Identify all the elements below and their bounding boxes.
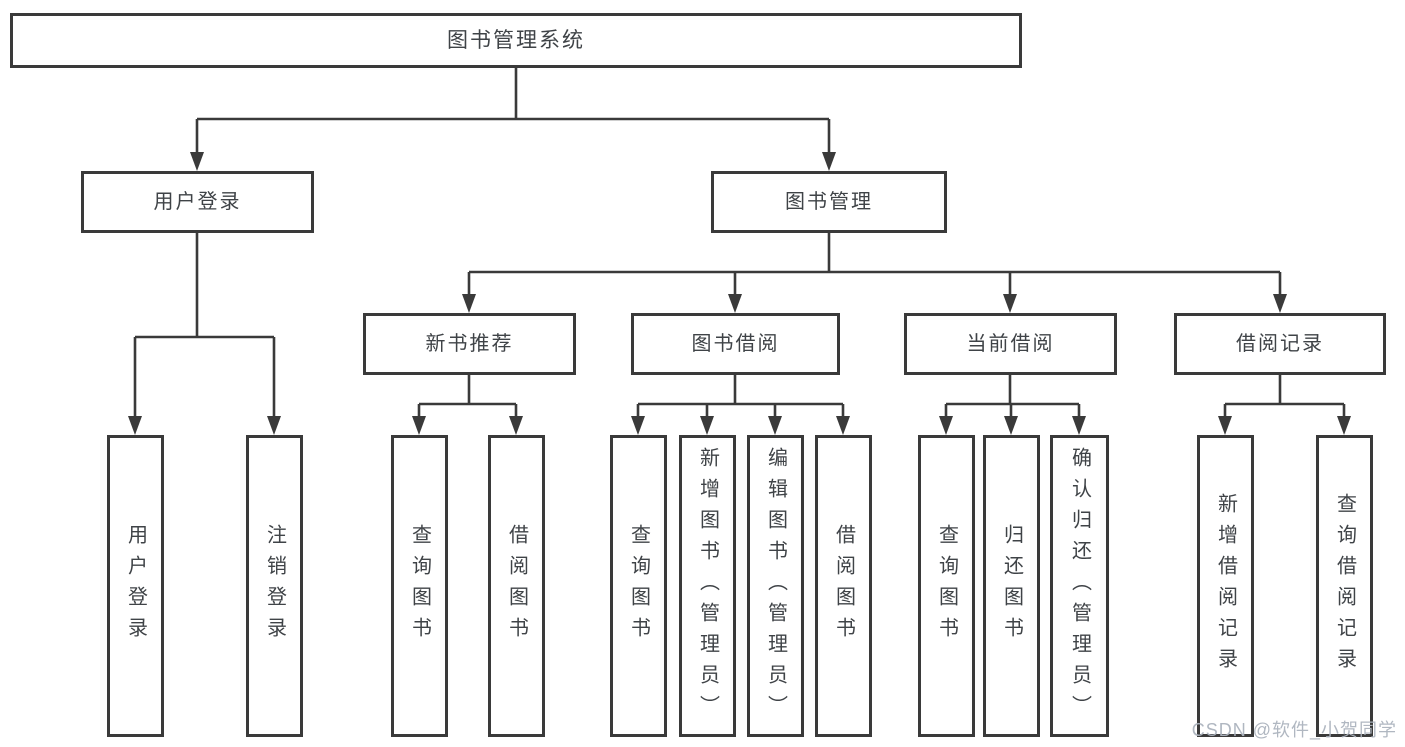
arrowheads <box>128 152 1351 435</box>
connector-lines <box>133 66 1346 418</box>
node-library-management-system: 图书管理系统 <box>10 13 1022 68</box>
leaf-edit-books-admin: 编辑图书（管理员） <box>747 435 804 737</box>
node-current-borrowing: 当前借阅 <box>904 313 1117 375</box>
leaf-add-books-admin: 新增图书（管理员） <box>679 435 736 737</box>
node-new-book-recommendation: 新书推荐 <box>363 313 576 375</box>
node-book-borrowing: 图书借阅 <box>631 313 840 375</box>
node-book-management-branch: 图书管理 <box>711 171 947 233</box>
leaf-borrow-books: 借阅图书 <box>815 435 872 737</box>
leaf-add-borrow-record: 新增借阅记录 <box>1197 435 1254 737</box>
leaf-confirm-return-admin: 确认归还（管理员） <box>1050 435 1109 737</box>
leaf-query-books-borrowing: 查询图书 <box>610 435 667 737</box>
node-user-login-branch: 用户登录 <box>81 171 314 233</box>
leaf-query-books-current: 查询图书 <box>918 435 975 737</box>
leaf-query-books-recommend: 查询图书 <box>391 435 448 737</box>
leaf-logout: 注销登录 <box>246 435 303 737</box>
node-borrowing-records: 借阅记录 <box>1174 313 1386 375</box>
leaf-return-books: 归还图书 <box>983 435 1040 737</box>
leaf-query-borrow-record: 查询借阅记录 <box>1316 435 1373 737</box>
leaf-borrow-books-recommend: 借阅图书 <box>488 435 545 737</box>
leaf-user-login: 用户登录 <box>107 435 164 737</box>
csdn-watermark: CSDN @软件_小贺同学 <box>1191 720 1397 740</box>
